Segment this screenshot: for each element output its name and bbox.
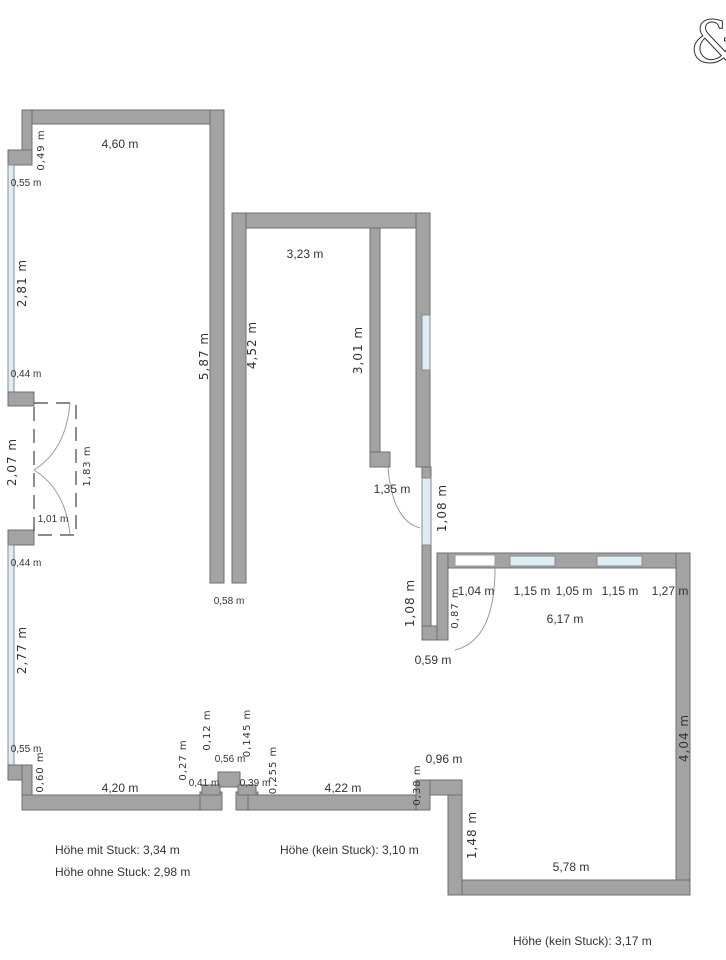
dimension-label: 1,08 m	[435, 484, 449, 532]
dimension-label: 1,04 m	[458, 584, 495, 598]
height-note: Höhe mit Stuck: 3,34 m	[55, 843, 180, 857]
dimension-label: 0,255 m	[268, 746, 279, 795]
dimension-label: 2,81 m	[15, 259, 29, 307]
window	[596, 555, 643, 567]
dimension-label: 4,20 m	[102, 781, 139, 795]
dimension-label: 1,27 m	[652, 584, 689, 598]
dimension-label: 4,22 m	[325, 781, 362, 795]
dimension-label: 0,39 m	[240, 778, 271, 789]
dimension-label: 1,48 m	[465, 811, 479, 859]
dimension-label: 2,77 m	[15, 626, 29, 674]
height-note: Höhe (kein Stuck): 3,10 m	[280, 843, 419, 857]
dimension-label: 0,44 m	[11, 558, 42, 569]
dimension-label: 5,87 m	[197, 332, 211, 380]
dimension-label: 1,05 m	[556, 584, 593, 598]
dimension-label: 0,60 m	[35, 751, 46, 792]
dimension-label: 1,35 m	[374, 482, 411, 496]
dimension-label: 4,04 m	[677, 714, 691, 762]
window	[421, 477, 432, 546]
dimension-label: 1,15 m	[514, 584, 551, 598]
dimension-label: 0,38 m	[412, 764, 423, 805]
dimension-label: 1,83 m	[82, 445, 93, 486]
dimension-label: 0,41 m	[189, 778, 220, 789]
window	[7, 164, 15, 393]
dimension-label: 0,55 m	[11, 178, 42, 189]
dimension-label: 0,49 m	[36, 129, 47, 170]
doors	[33, 402, 496, 651]
height-notes: Höhe mit Stuck: 3,34 m Höhe ohne Stuck: …	[55, 843, 652, 948]
dimension-label: 0,44 m	[11, 369, 42, 380]
dimension-label: 4,60 m	[102, 137, 139, 151]
dimension-label: 3,01 m	[351, 326, 365, 374]
dimension-label: 4,52 m	[245, 321, 259, 369]
dimension-label: 2,07 m	[5, 438, 19, 486]
dimension-label: 1,08 m	[403, 579, 417, 627]
dimension-label: 6,17 m	[547, 612, 584, 626]
dimension-labels: 4,60 m 0,49 m 0,55 m 2,81 m 0,44 m 2,07 …	[5, 129, 691, 874]
window	[7, 544, 15, 766]
walls	[7, 109, 691, 896]
dimension-label: 0,58 m	[214, 596, 245, 607]
height-note: Höhe (kein Stuck): 3,17 m	[513, 934, 652, 948]
dimension-label: 5,78 m	[553, 860, 590, 874]
logo: &	[690, 8, 726, 76]
dimension-label: 0,87 m	[450, 587, 461, 628]
dimension-label: 0,56 m	[215, 754, 246, 765]
dimension-label: 0,96 m	[426, 752, 463, 766]
dimension-label: 1,01 m	[38, 514, 69, 525]
window	[509, 555, 556, 567]
height-note: Höhe ohne Stuck: 2,98 m	[55, 865, 190, 879]
dimension-label: 0,59 m	[415, 653, 452, 667]
dimension-label: 3,23 m	[287, 247, 324, 261]
dimension-label: 0,12 m	[202, 709, 213, 750]
dimension-label: 0,27 m	[178, 739, 189, 780]
dimension-label: 0,145 m	[242, 709, 253, 758]
dimension-label: 0,55 m	[11, 744, 42, 755]
window	[421, 314, 431, 371]
dimension-label: 1,15 m	[602, 584, 639, 598]
